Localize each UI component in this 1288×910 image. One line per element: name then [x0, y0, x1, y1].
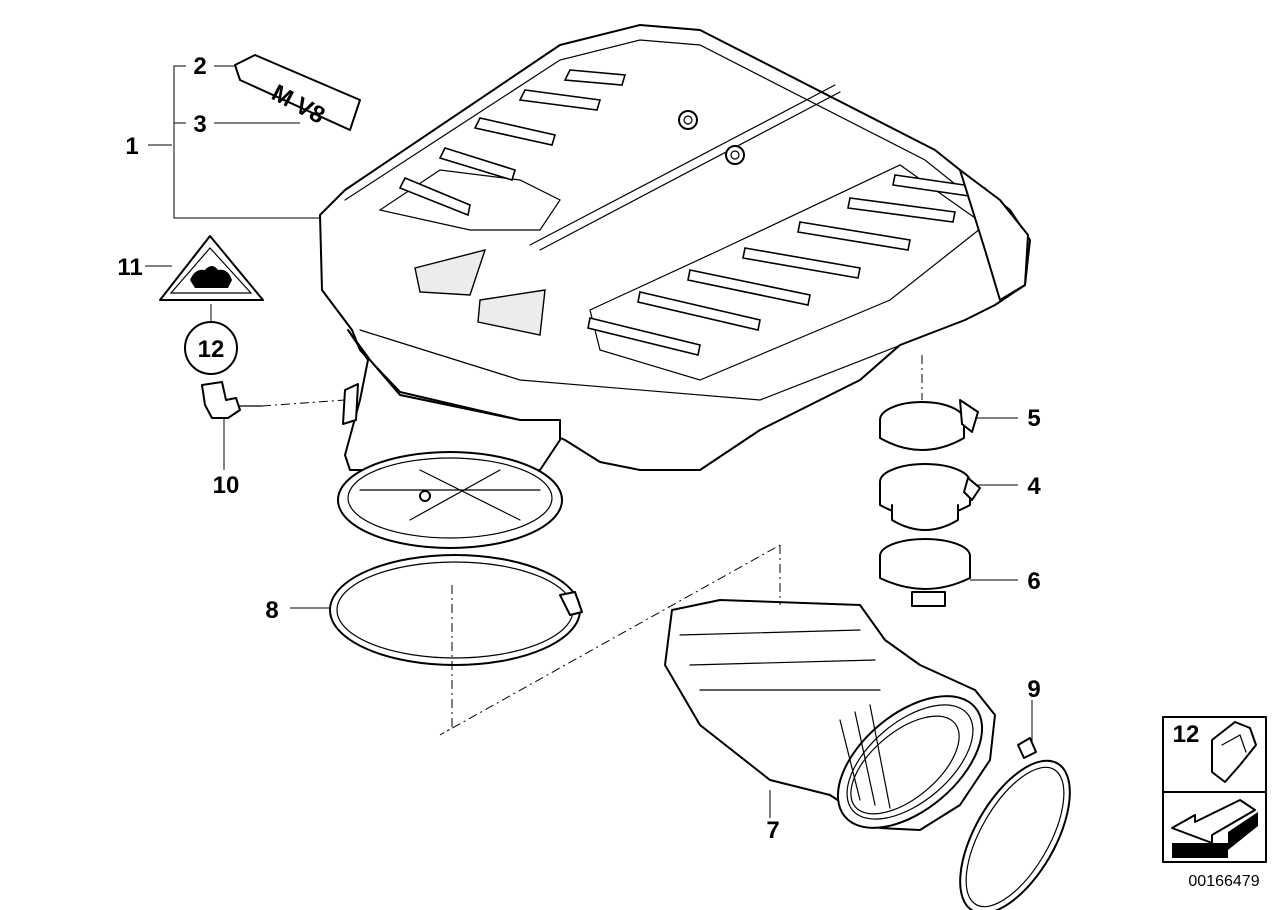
callout-2: 2 — [193, 53, 206, 80]
callout-8: 8 — [265, 597, 278, 624]
pressure-sensor[interactable] — [201, 381, 263, 419]
legend-box: 12 — [1162, 716, 1267, 863]
callouts: 1 2 3 4 5 6 7 8 9 10 11 12 — [117, 53, 1041, 844]
callout-6: 6 — [1027, 568, 1040, 595]
leader-lines — [145, 65, 1033, 818]
callout-4: 4 — [1027, 473, 1041, 500]
badge-m-v8[interactable]: M V8 — [234, 54, 361, 131]
warning-label[interactable] — [159, 235, 264, 301]
hose-clamp-8[interactable] — [329, 554, 583, 666]
arrow-icon — [1172, 812, 1258, 858]
callout-12: 12 — [198, 336, 225, 363]
engine-cover[interactable] — [319, 24, 1031, 549]
callout-1: 1 — [125, 133, 138, 160]
adapter-ring-4[interactable] — [879, 463, 981, 531]
hose-clamp-6[interactable] — [879, 538, 971, 607]
doc-number: 00166479 — [1188, 873, 1259, 890]
callout-7: 7 — [766, 817, 779, 844]
hose-clamp-9[interactable] — [938, 737, 1092, 910]
callout-5: 5 — [1027, 405, 1040, 432]
callout-11: 11 — [117, 254, 142, 281]
intake-boot[interactable] — [664, 599, 1006, 853]
callout-9: 9 — [1027, 676, 1040, 703]
callout-3: 3 — [193, 111, 206, 138]
hose-clamp-5[interactable] — [879, 399, 979, 451]
callout-10: 10 — [213, 472, 240, 499]
legend-label-12: 12 — [1173, 721, 1200, 748]
